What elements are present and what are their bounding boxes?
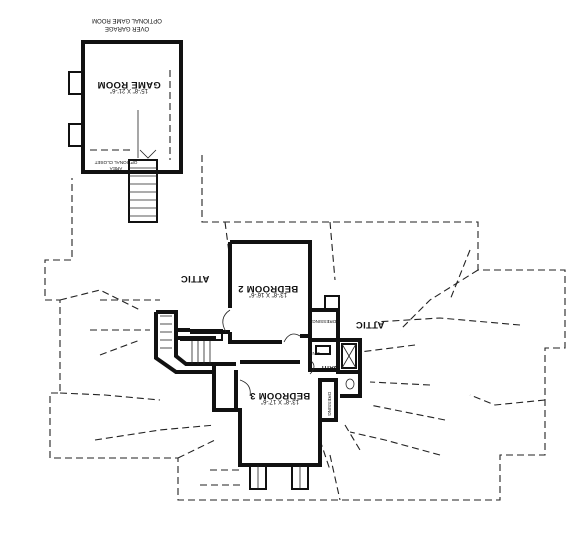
bedroom-2-label: BEDROOM 2 [238,283,298,294]
attic-right-label: ATTIC [356,319,385,330]
dressing-upper-label: DRESSING [312,319,336,324]
bath-label: BATH [322,364,338,370]
roof-outline [44,155,566,501]
dressing-lower-label: DRESSING [327,392,332,416]
optional-closet-label: OPTIONAL CLOSET [94,160,137,165]
bath-area [308,295,362,422]
bedroom-3 [212,360,336,490]
game-room-label: GAME ROOM [97,79,160,90]
game-room [68,40,183,223]
caption-optional-game-room: OPTIONAL GAME ROOM [92,17,162,23]
game-room-dims: 15'-8" X 21'-6" [110,87,148,93]
linen-label: LIN [312,351,319,356]
caption-over-garage: OVER GARAGE [105,25,149,31]
attic-left-label: ATTIC [181,273,210,284]
bedroom-3-label: BEDROOM 3 [250,390,310,401]
bedroom-3-dims: 13'-8" X 17'-6" [261,398,299,404]
optional-closet-area-label: AREA [109,166,122,171]
main-stair [154,310,223,374]
bedroom-2-dims: 13'-8" X 16'-6" [249,291,287,297]
bedroom-2 [190,240,312,344]
